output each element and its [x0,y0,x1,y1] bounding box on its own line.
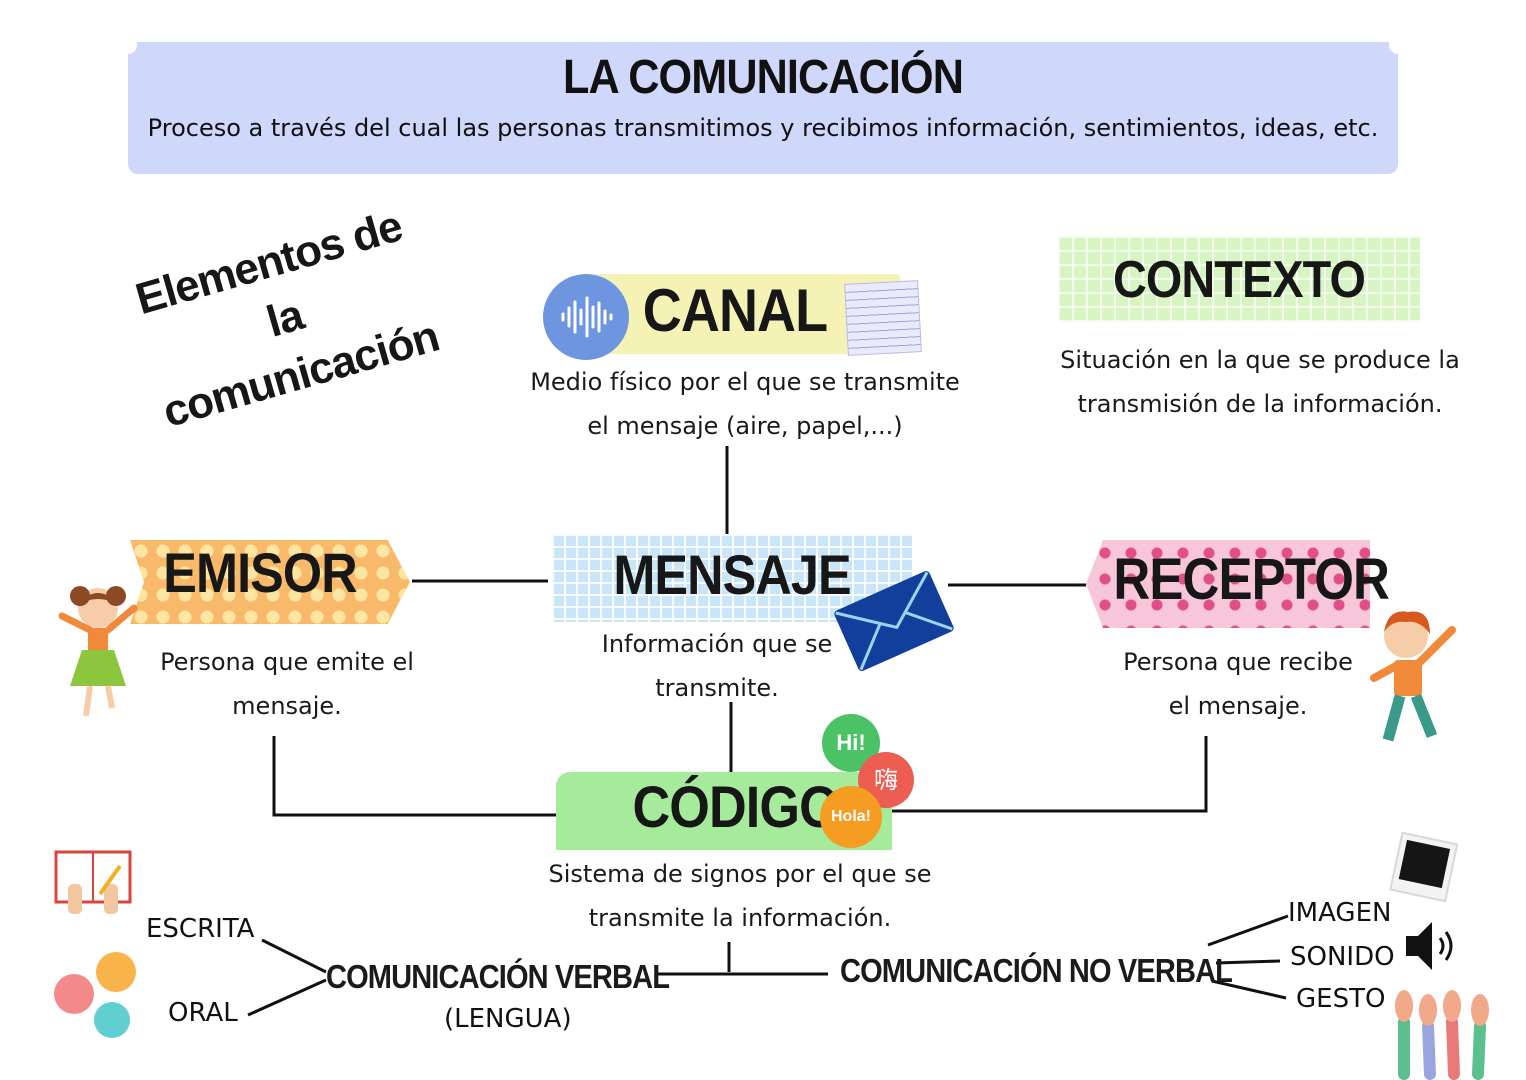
chat-faces-icon [54,952,136,1038]
codigo-desc-line1: Sistema de signos por el que se [548,860,932,888]
no-verbal-label: COMUNICACIÓN NO VERBAL [840,952,1233,989]
hola-bubble: Hola! [820,786,882,848]
codigo-desc-line2: transmite la información. [588,904,892,932]
verbal-sub: (LENGUA) [444,1004,572,1034]
verbal-label: COMUNICACIÓN VERBAL [326,958,670,995]
writing-book-icon [54,850,132,914]
canal-desc-line1: Medio físico por el que se transmite [530,368,960,396]
codigo-label: CÓDIGO [632,775,840,840]
notepad-icon [844,280,922,356]
contexto-desc: Situación en la que se produce la transm… [1042,338,1478,426]
canal-label: CANAL [642,277,828,344]
receptor-tape [1086,540,1370,628]
sound-wave-glyph [561,296,613,338]
verbal-type-escrita: ESCRITA [146,914,255,944]
girl-icon [58,586,138,717]
raised-hands-icon [1395,990,1489,1080]
no-verbal-type-sonido: SONIDO [1290,942,1395,972]
mensaje-desc-line1: Información que se [601,630,833,658]
emisor-desc-line2: mensaje. [232,692,342,720]
contexto-desc-line1: Situación en la que se produce la [1060,346,1460,374]
page-title: LA COMUNICACIÓN [562,51,964,104]
canal-desc: Medio físico por el que se transmite el … [500,360,990,448]
mensaje-desc-line2: transmite. [655,674,779,702]
header-banner: LA COMUNICACIÓN Proceso a través del cua… [119,36,1407,174]
no-verbal-type-imagen: IMAGEN [1288,898,1392,928]
emisor-desc: Persona que emite el mensaje. [150,640,424,728]
no-verbal-type-gesto: GESTO [1296,984,1386,1014]
emisor-label: EMISOR [163,541,357,604]
page-subtitle: Proceso a través del cual las personas t… [147,114,1379,142]
contexto-label: CONTEXTO [1113,251,1366,309]
contexto-tape [1058,236,1420,322]
mensaje-desc: Información que se transmite. [578,622,856,710]
receptor-label: RECEPTOR [1113,547,1390,612]
receptor-desc-line1: Persona que recibe [1123,648,1353,676]
emisor-tape [130,540,410,624]
codigo-desc: Sistema de signos por el que se transmit… [520,852,960,940]
envelope-icon [834,570,954,672]
receptor-desc: Persona que recibe el mensaje. [1104,640,1372,728]
receptor-desc-line2: el mensaje. [1168,692,1308,720]
speaker-icon [1406,922,1453,970]
sound-wave-icon [543,274,629,360]
contexto-desc-line2: transmisión de la información. [1077,390,1443,418]
mensaje-label: MENSAJE [613,543,851,606]
emisor-desc-line1: Persona que emite el [160,648,414,676]
verbal-type-oral: ORAL [168,998,238,1028]
canal-desc-line2: el mensaje (aire, papel,...) [587,412,903,440]
photo-icon [1389,831,1459,903]
boy-icon [1370,611,1456,742]
